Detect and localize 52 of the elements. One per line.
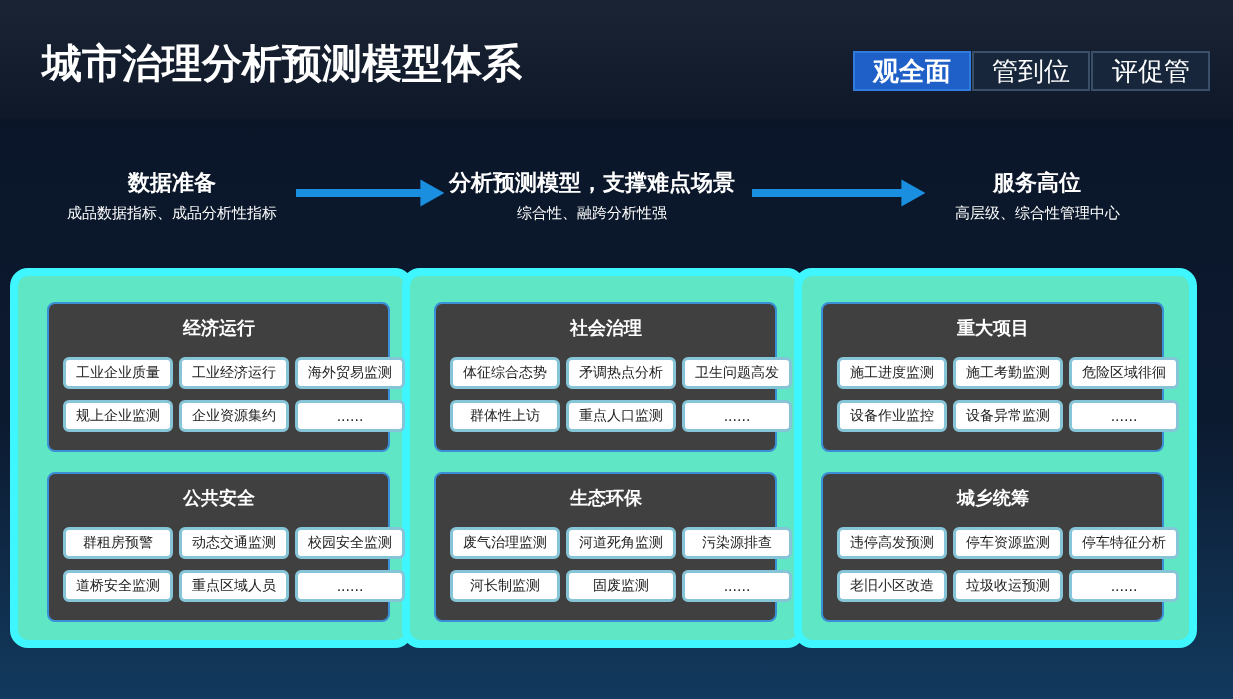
panel-title: 公共安全 — [181, 486, 256, 510]
item-box: 河道死角监测 — [566, 527, 676, 559]
item-box: 规上企业监测 — [63, 400, 173, 432]
tab: 评促管 — [1091, 51, 1210, 91]
item-box: ...... — [682, 570, 792, 602]
item-box: 违停高发预测 — [837, 527, 947, 559]
stage-subtitle: 综合性、融跨分析性强 — [516, 204, 668, 223]
item-box: ...... — [295, 400, 405, 432]
item-box: ...... — [295, 570, 405, 602]
item-box: 废气治理监测 — [450, 527, 560, 559]
item-box: 重点人口监测 — [566, 400, 676, 432]
item-box: ...... — [1069, 400, 1179, 432]
item-box: ...... — [1069, 570, 1179, 602]
item-box: 施工考勤监测 — [953, 357, 1063, 389]
item-box: 矛调热点分析 — [566, 357, 676, 389]
item-box: 停车资源监测 — [953, 527, 1063, 559]
item-box: 校园安全监测 — [295, 527, 405, 559]
panel-title: 经济运行 — [181, 316, 256, 340]
panel-title: 生态环保 — [568, 486, 643, 510]
item-box: 动态交通监测 — [179, 527, 289, 559]
item-box: 群租房预警 — [63, 527, 173, 559]
stage-heading: 数据准备 — [126, 169, 217, 197]
panel-title: 社会治理 — [568, 316, 643, 340]
stage-subtitle: 成品数据指标、成品分析性指标 — [66, 204, 278, 223]
stage-heading: 服务高位 — [991, 169, 1082, 197]
item-box: 停车特征分析 — [1069, 527, 1179, 559]
panel-title: 重大项目 — [955, 316, 1030, 340]
item-box: 道桥安全监测 — [63, 570, 173, 602]
item-box: 老旧小区改造 — [837, 570, 947, 602]
item-box: ...... — [682, 400, 792, 432]
stage-heading: 分析预测模型，支撑难点场景 — [448, 169, 736, 197]
item-box: 群体性上访 — [450, 400, 560, 432]
item-box: 垃圾收运预测 — [953, 570, 1063, 602]
tab: 管到位 — [972, 51, 1090, 91]
item-box: 工业经济运行 — [179, 357, 289, 389]
item-box: 体征综合态势 — [450, 357, 560, 389]
tab: 观全面 — [853, 51, 971, 91]
item-box: 工业企业质量 — [63, 357, 173, 389]
item-box: 海外贸易监测 — [295, 357, 405, 389]
item-box: 卫生问题高发 — [682, 357, 792, 389]
panel-title: 城乡统筹 — [955, 486, 1030, 510]
item-box: 设备作业监控 — [837, 400, 947, 432]
stage-subtitle: 高层级、综合性管理中心 — [953, 204, 1121, 223]
title: 城市治理分析预测模型体系 — [42, 39, 522, 88]
item-box: 企业资源集约 — [179, 400, 289, 432]
item-box: 施工进度监测 — [837, 357, 947, 389]
item-box: 危险区域徘徊 — [1069, 357, 1179, 389]
item-box: 设备异常监测 — [953, 400, 1063, 432]
item-box: 河长制监测 — [450, 570, 560, 602]
item-box: 固废监测 — [566, 570, 676, 602]
item-box: 重点区域人员 — [179, 570, 289, 602]
item-box: 污染源排查 — [682, 527, 792, 559]
